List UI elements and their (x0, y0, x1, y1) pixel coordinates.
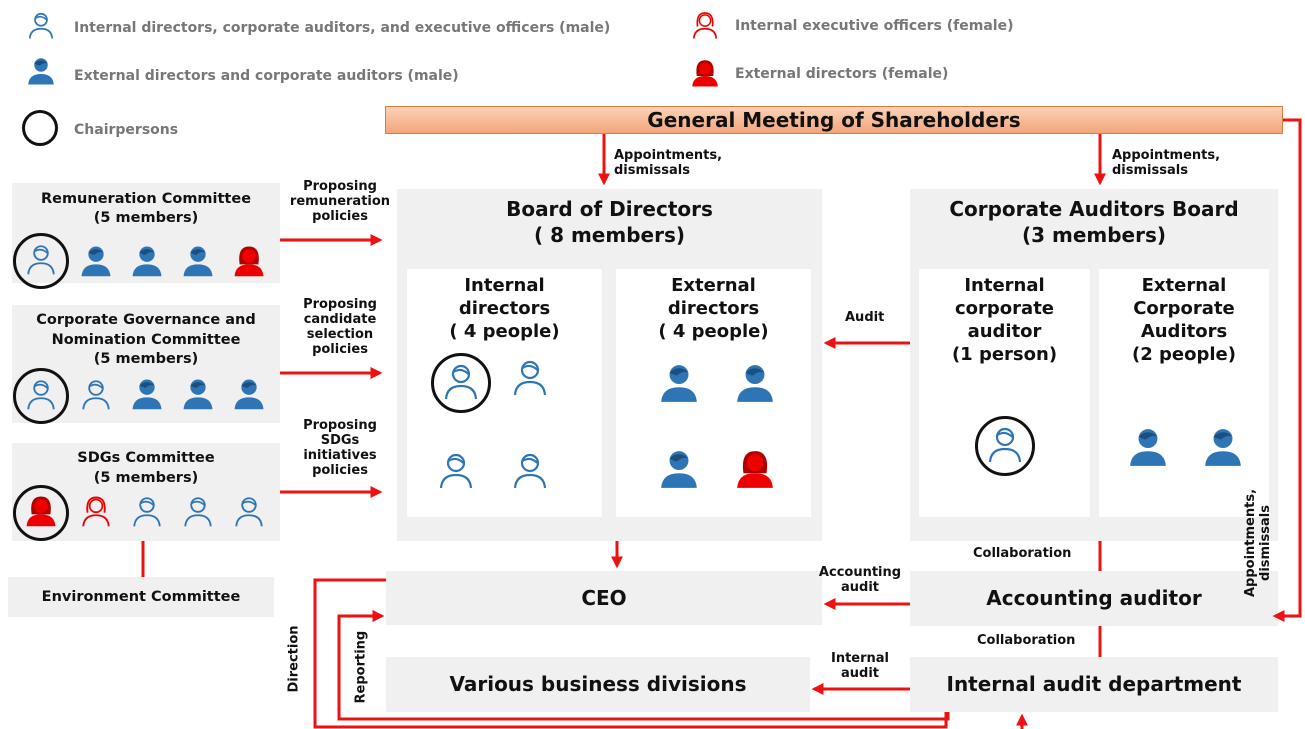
external-directors-line-1: External (671, 275, 756, 296)
line-direction (313, 578, 948, 729)
environment-committee-box (8, 577, 274, 617)
sdgs-committee-title: SDGs Committee (77, 450, 215, 466)
board-members: ( 8 members) (533, 223, 685, 247)
internal-auditor-line-1: Internal (964, 275, 1045, 296)
general-meeting-box (385, 106, 1283, 134)
legend-internal-male: Internal directors, corporate auditors, … (74, 20, 611, 36)
label-audit: Audit (845, 310, 885, 325)
label-collab-top: Collaboration (973, 546, 1072, 561)
legend-external-male: External directors and corporate auditor… (74, 68, 459, 84)
label-appoint-board: Appointments, dismissals (614, 148, 723, 178)
auditors-board-title: Corporate Auditors Board (949, 197, 1239, 221)
accounting-auditor-label: Accounting auditor (986, 586, 1202, 610)
chairperson-circle (975, 416, 1035, 476)
business-divisions-label: Various business divisions (449, 672, 747, 696)
label-remuneration: Proposing remuneration policies (289, 179, 391, 224)
external-directors-line-2: directors (667, 298, 760, 319)
ceo-label: CEO (581, 586, 627, 610)
legend-internal-female: Internal executive officers (female) (735, 18, 1014, 34)
nomination-committee-title-2: Nomination Committee (51, 332, 241, 348)
external-auditors-line-3: Auditors (1140, 321, 1228, 342)
chairperson-circle (13, 368, 69, 424)
arrow-reporting (337, 610, 950, 721)
label-nomination: Proposing candidate selection policies (303, 297, 377, 357)
remuneration-committee-members: (5 members) (93, 210, 199, 226)
internal-auditor-line-3: auditor (967, 321, 1042, 342)
internal-auditor-line-4: (1 person) (951, 344, 1058, 365)
label-internal-audit: Internal audit (830, 651, 890, 681)
board-title: Board of Directors (506, 197, 713, 221)
auditors-board-members: (3 members) (1021, 223, 1167, 247)
label-collab-bottom: Collaboration (977, 633, 1076, 648)
external-auditors-line-4: (2 people) (1132, 344, 1236, 365)
accounting-auditor-box (910, 571, 1278, 626)
external-auditors-line-1: External (1141, 275, 1227, 296)
label-accounting-audit: Accounting audit (818, 565, 902, 595)
sdgs-committee-members: (5 members) (93, 470, 199, 486)
label-direction: Direction (286, 625, 302, 693)
chairperson-circle (13, 233, 69, 289)
label-reporting: Reporting (353, 630, 369, 704)
internal-directors-line-3: ( 4 people) (449, 321, 560, 342)
chairperson-circle (431, 353, 491, 413)
chairperson-legend-circle (22, 110, 58, 146)
environment-committee-title: Environment Committee (41, 589, 241, 605)
nomination-committee-members: (5 members) (93, 351, 199, 367)
ceo-box (386, 571, 822, 625)
internal-auditor-line-2: corporate (955, 298, 1054, 319)
general-meeting-title: General Meeting of Shareholders (647, 108, 1021, 132)
remuneration-committee-title: Remuneration Committee (40, 191, 252, 207)
external-directors-line-3: ( 4 people) (658, 321, 769, 342)
label-sdgs: Proposing SDGs initiatives policies (303, 418, 377, 478)
external-auditors-panel (1099, 269, 1269, 517)
label-appoint-auditors: Appointments, dismissals (1112, 148, 1221, 178)
external-auditors-line-2: Corporate (1133, 298, 1235, 319)
internal-directors-line-2: directors (458, 298, 551, 319)
label-appoint-right: Appointments, dismissals (1243, 488, 1273, 598)
internal-directors-line-1: Internal (464, 275, 545, 296)
chairperson-circle (13, 485, 69, 541)
arrow-gms-to-accounting-auditor (1272, 118, 1302, 622)
nomination-committee-title-1: Corporate Governance and (36, 312, 256, 328)
legend-chairperson: Chairpersons (74, 122, 179, 138)
external-directors-panel (616, 269, 811, 517)
internal-audit-department-box (910, 657, 1278, 712)
internal-audit-department-label: Internal audit department (946, 672, 1242, 696)
business-divisions-box (386, 657, 810, 712)
legend-external-female: External directors (female) (735, 66, 949, 82)
